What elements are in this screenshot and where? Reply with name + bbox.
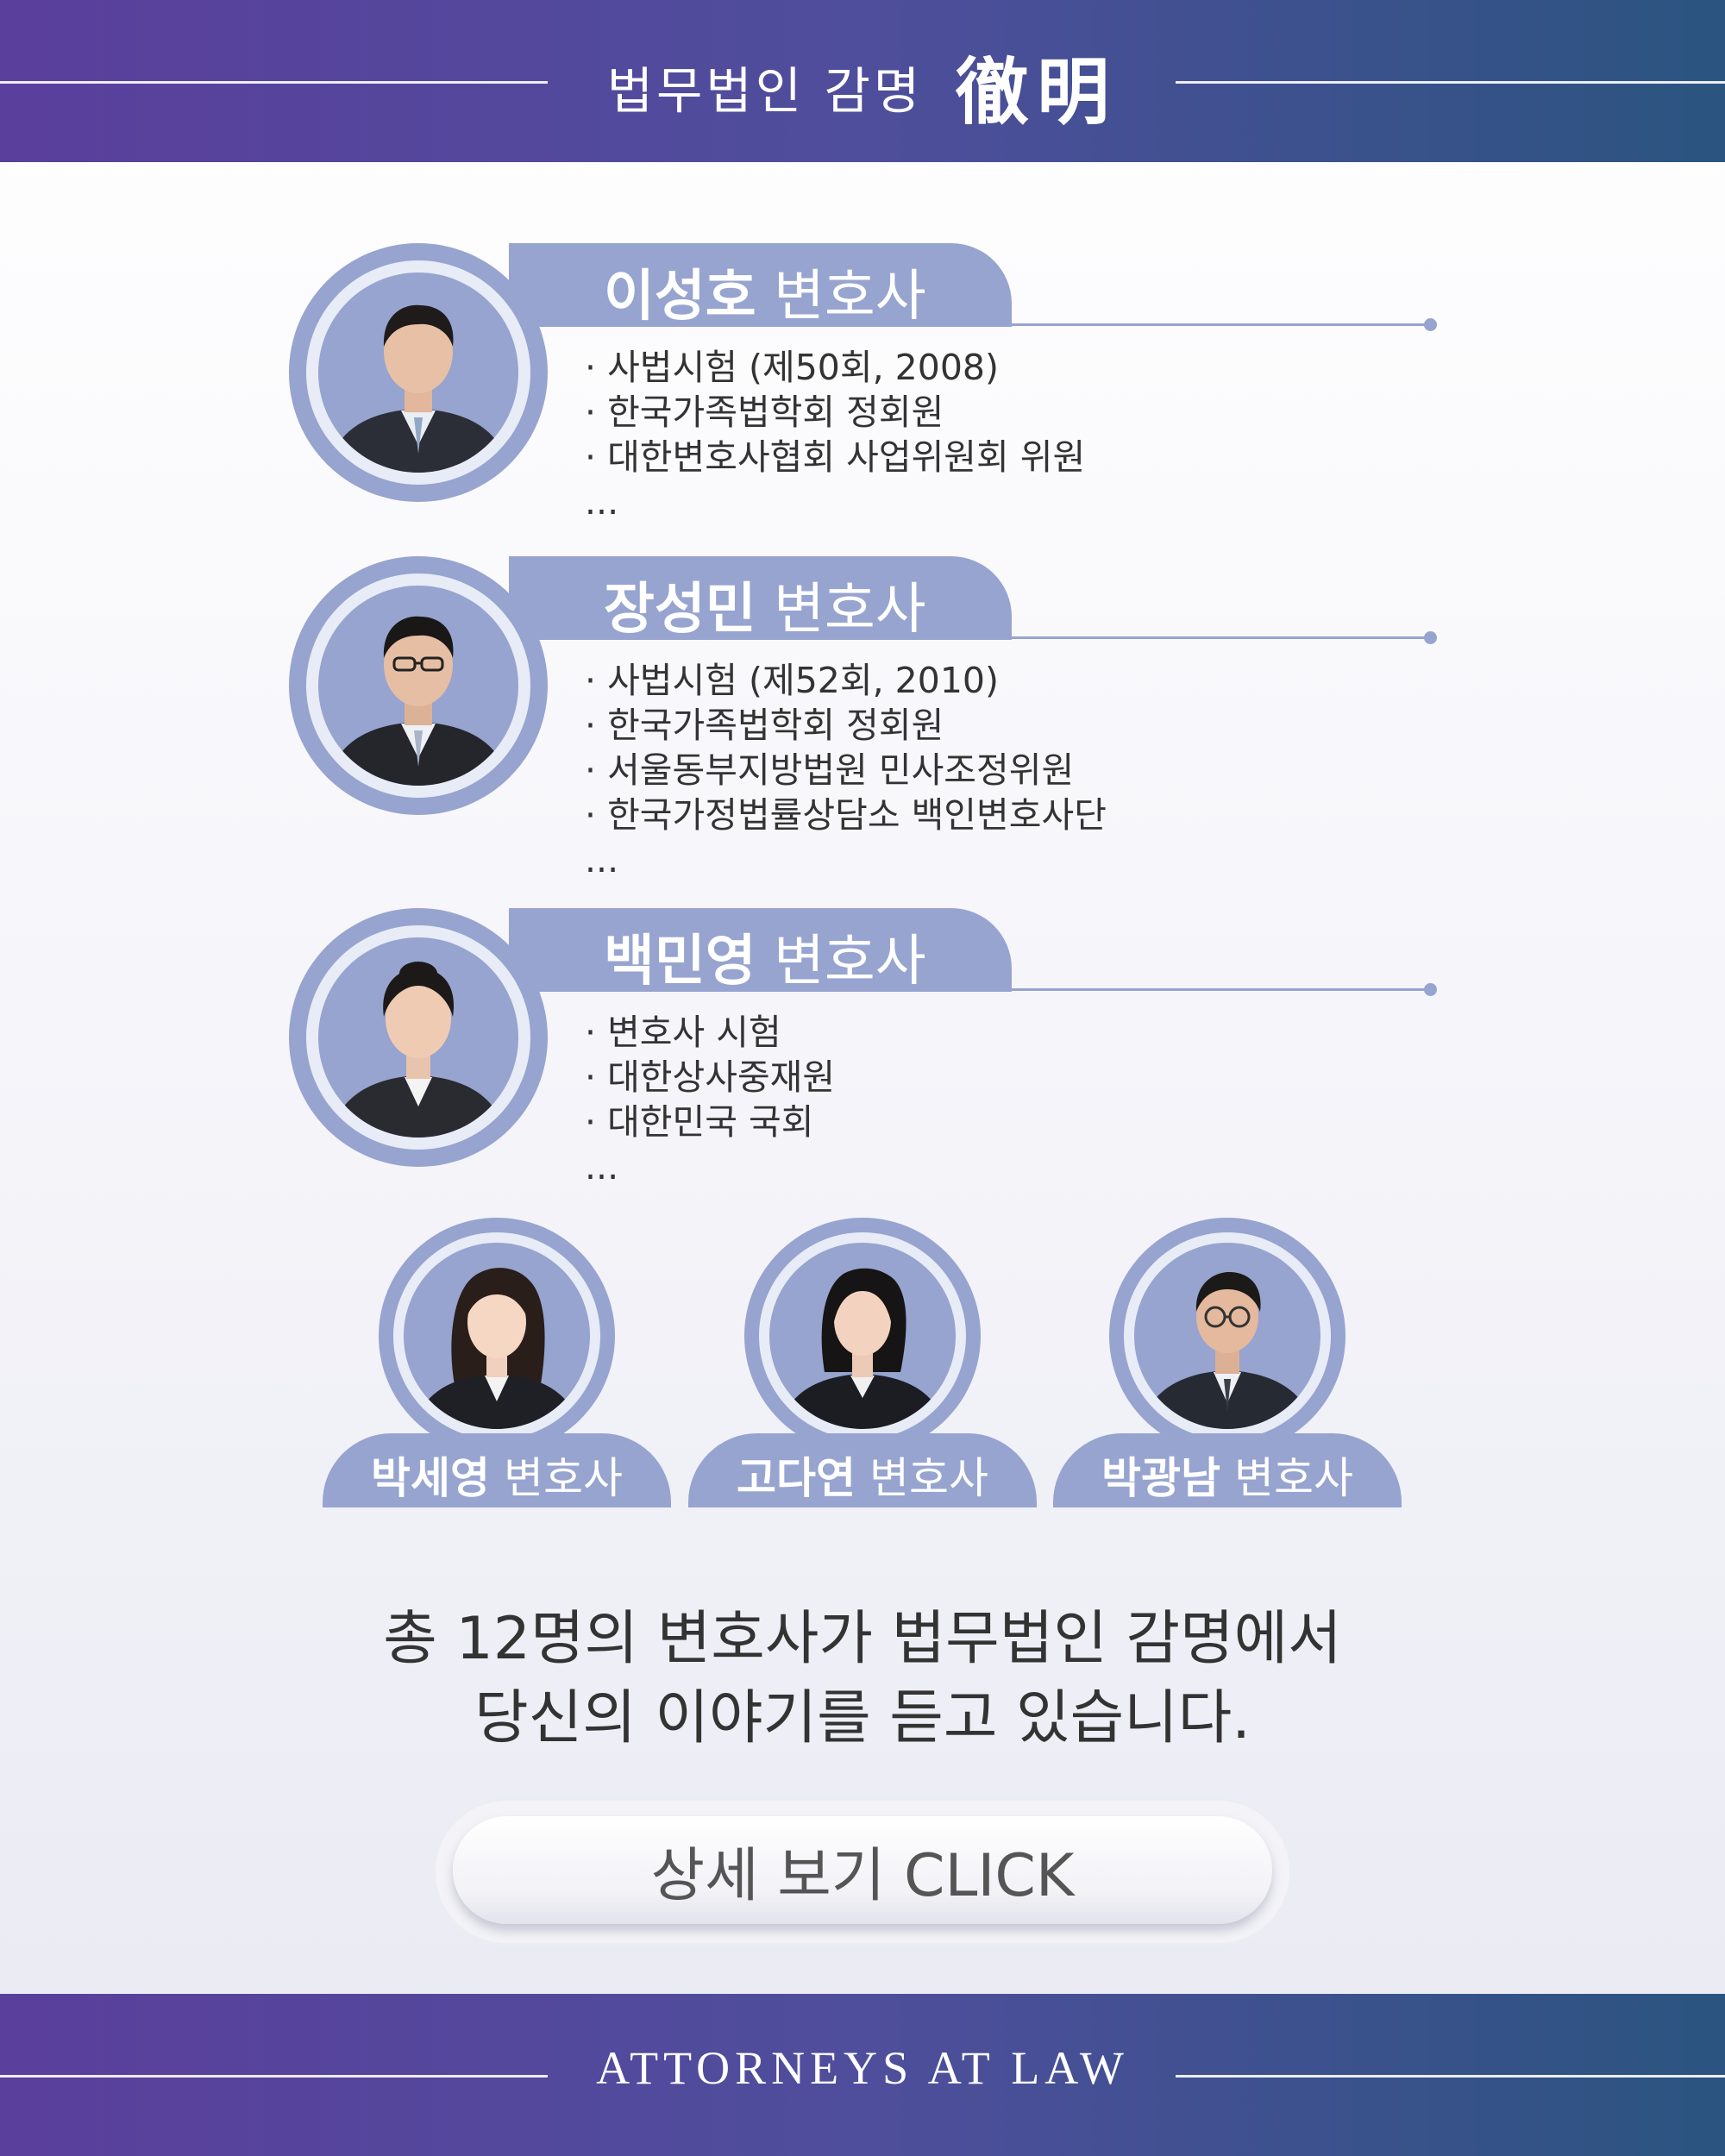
lawyer-name: 장성민 변호사 (604, 578, 926, 642)
brand-logo: 법무법인 감명 徹明 (0, 34, 1725, 139)
summary-line-2: 당신의 이야기를 듣고 있습니다. (474, 1684, 1251, 1752)
divider-line (535, 988, 1432, 991)
line-end-dot (1424, 631, 1437, 644)
more-indicator: ... (585, 481, 619, 523)
lawyer-photo-frame (1109, 1218, 1346, 1454)
lawyer-photo (1134, 1243, 1320, 1429)
lawyer-name: 박광남 변호사 (1101, 1453, 1353, 1503)
footer-text: ATTORNEYS AT LAW (596, 2042, 1129, 2094)
credential-item: 대한상사중재원 (585, 1055, 835, 1100)
more-indicator: ... (585, 839, 619, 881)
credential-item: 사법시험 (제52회, 2010) (585, 658, 1107, 703)
divider-line (535, 636, 1432, 639)
header-rule-left (0, 81, 548, 84)
summary-text: 총 12명의 변호사가 법무법인 감명에서 당신의 이야기를 듣고 있습니다. (0, 1600, 1725, 1758)
lawyer-card-3[interactable]: 백민영 변호사 변호사 시험 대한상사중재원 대한민국 국회 ... (0, 908, 1725, 1188)
lawyer-card-6[interactable]: 박광남 변호사 (1053, 1218, 1402, 1507)
name-tab (509, 556, 1012, 640)
credential-item: 한국가족법학회 정회원 (585, 703, 1107, 748)
lawyer-name: 박세영 변호사 (371, 1453, 623, 1503)
lawyer-card-2[interactable]: 장성민 변호사 사법시험 (제52회, 2010) 한국가족법학회 정회원 서울… (0, 556, 1725, 881)
header-rule-right (1176, 81, 1725, 84)
lawyer-photo-frame (289, 908, 548, 1167)
lawyer-photo (318, 273, 518, 473)
more-indicator: ... (585, 1146, 619, 1188)
lawyer-photo-frame (289, 556, 548, 815)
credential-item: 한국가정법률상담소 백인변호사단 (585, 793, 1107, 837)
lawyer-photo (318, 937, 518, 1138)
credential-item: 서울동부지방법원 민사조정위원 (585, 748, 1107, 793)
line-end-dot (1424, 318, 1437, 331)
credential-item: 사법시험 (제50회, 2008) (585, 345, 1085, 390)
lawyer-name: 백민영 변호사 (604, 930, 926, 993)
name-tab (688, 1433, 1037, 1507)
lawyer-photo (404, 1243, 590, 1429)
lawyer-photo (318, 586, 518, 786)
footer-band: ATTORNEYS AT LAW (0, 1994, 1725, 2156)
credential-list: 변호사 시험 대한상사중재원 대한민국 국회 ... (585, 1010, 835, 1189)
credential-list: 사법시험 (제50회, 2008) 한국가족법학회 정회원 대한변호사협회 사업… (585, 345, 1085, 524)
name-tab (1053, 1433, 1402, 1507)
name-tab (323, 1433, 671, 1507)
lawyer-card-4[interactable]: 박세영 변호사 (323, 1218, 671, 1507)
divider-line (535, 323, 1432, 326)
lawyer-photo (769, 1243, 956, 1429)
summary-line-1: 총 12명의 변호사가 법무법인 감명에서 (383, 1605, 1342, 1673)
lawyer-photo-frame (744, 1218, 981, 1454)
name-tab (509, 908, 1012, 992)
brand-hanja: 徹明 (956, 49, 1119, 135)
lawyer-photo-frame (289, 243, 548, 502)
details-button[interactable]: 상세 보기 CLICK (453, 1816, 1272, 1924)
credential-item: 한국가족법학회 정회원 (585, 390, 1085, 435)
lawyer-card-1[interactable]: 이성호 변호사 사법시험 (제50회, 2008) 한국가족법학회 정회원 대한… (0, 243, 1725, 523)
footer-rule-right (1176, 2075, 1725, 2078)
footer-rule-left (0, 2075, 548, 2078)
credential-item: 변호사 시험 (585, 1010, 835, 1055)
brand-korean: 법무법인 감명 (606, 61, 924, 121)
credential-item: 대한변호사협회 사업위원회 위원 (585, 435, 1085, 479)
cta-button-frame: 상세 보기 CLICK (436, 1801, 1289, 1943)
lawyer-name: 고다연 변호사 (737, 1453, 988, 1503)
line-end-dot (1424, 983, 1437, 996)
header-band: 법무법인 감명 徹明 (0, 0, 1725, 162)
lawyer-card-5[interactable]: 고다연 변호사 (688, 1218, 1037, 1507)
credential-list: 사법시험 (제52회, 2010) 한국가족법학회 정회원 서울동부지방법원 민… (585, 658, 1107, 882)
name-tab (509, 243, 1012, 327)
lawyer-name: 이성호 변호사 (604, 265, 926, 329)
lawyer-photo-frame (379, 1218, 615, 1454)
credential-item: 대한민국 국회 (585, 1100, 835, 1144)
